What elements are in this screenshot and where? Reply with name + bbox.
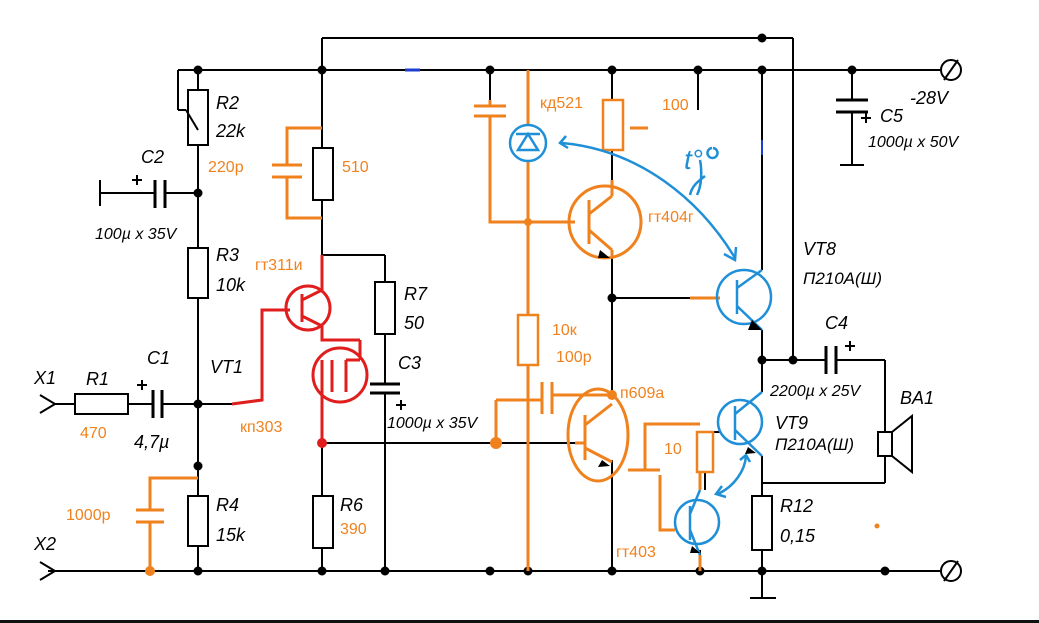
- label-gt403: гт403: [616, 544, 656, 561]
- bottom-border: [0, 620, 1039, 623]
- resistor-r1: [74, 393, 129, 415]
- value-c100p: 100p: [556, 349, 592, 366]
- junction-dots: [193, 33, 890, 576]
- value-c2: 100µ x 35V: [95, 226, 177, 243]
- value-r10: 10: [664, 441, 682, 458]
- value-r4: 15k: [216, 525, 246, 545]
- value-r12: 0,15: [780, 526, 816, 546]
- resistor-r4: [187, 495, 209, 547]
- label-gt404: гт404г: [648, 209, 694, 226]
- arrowheads: [598, 250, 762, 553]
- label-ba1: BA1: [900, 388, 935, 408]
- value-r2: 22k: [216, 121, 246, 141]
- speaker-icon: [877, 413, 913, 475]
- label-vt9: VT9: [775, 413, 809, 433]
- value-r510: 510: [342, 159, 369, 176]
- value-c220p: 220p: [208, 159, 244, 176]
- resistor-r10: [695, 430, 715, 474]
- label-c2: C2: [141, 147, 165, 167]
- value-r1: 470: [80, 425, 107, 442]
- value-c3: 1000µ x 35V: [387, 415, 478, 432]
- label-vt1: VT1: [210, 357, 244, 377]
- value-r100: 100: [662, 97, 689, 114]
- blue-parts: [508, 123, 773, 556]
- terminal-x1-icon: [39, 394, 57, 414]
- label-c4: C4: [825, 313, 849, 333]
- resistor-r7: [374, 281, 396, 335]
- value-r3: 10k: [216, 275, 246, 295]
- type-vt9: П210А(Ш): [775, 435, 854, 454]
- resistors: [74, 89, 773, 551]
- capacitors: [151, 98, 868, 418]
- label-x1: X1: [34, 368, 57, 388]
- label-temp: t°: [684, 144, 703, 175]
- terminal-ground-icon: [940, 560, 962, 582]
- resistor-r3: [187, 247, 209, 299]
- resistor-r10k: [516, 313, 540, 367]
- label-gt311: гт311и: [255, 257, 303, 274]
- terminals: [39, 59, 962, 582]
- label-r6: R6: [340, 495, 364, 515]
- red-wiring: [231, 255, 369, 443]
- orange-wiring: [136, 70, 720, 571]
- label-r12: R12: [780, 496, 814, 516]
- terminal-supply-icon: [940, 59, 962, 81]
- resistor-r2: [187, 89, 209, 146]
- resistor-r100: [601, 98, 625, 152]
- orange-parts: [516, 98, 715, 474]
- label-c5: C5: [880, 106, 904, 126]
- value-c1000p: 1000p: [66, 507, 111, 524]
- label-x2: X2: [34, 534, 57, 554]
- label-supply: -28V: [910, 88, 949, 108]
- value-c1: 4,7µ: [134, 432, 170, 452]
- label-r4: R4: [216, 495, 240, 515]
- type-vt8: П210А(Ш): [803, 269, 882, 288]
- value-r10k: 10к: [552, 322, 577, 339]
- value-c5: 1000µ x 50V: [868, 134, 959, 151]
- label-c3: C3: [398, 353, 422, 373]
- value-c4: 2200µ x 25V: [770, 383, 861, 400]
- label-r1: R1: [86, 369, 110, 389]
- value-r7: 50: [404, 313, 425, 333]
- resistor-r12: [751, 495, 773, 551]
- resistor-r510: [312, 147, 334, 201]
- label-r2: R2: [216, 93, 240, 113]
- red-dot: [317, 438, 327, 448]
- label-vt8: VT8: [803, 239, 837, 259]
- resistor-r6: [312, 495, 334, 549]
- value-r6: 390: [340, 521, 367, 538]
- label-kp303: кп303: [240, 419, 283, 436]
- label-p609: п609а: [620, 385, 665, 402]
- label-r3: R3: [216, 245, 240, 265]
- polarity-marks: [132, 113, 871, 410]
- terminal-x2-icon: [39, 561, 57, 581]
- label-kd521: кд521: [540, 95, 584, 112]
- label-r7: R7: [404, 284, 428, 304]
- orange-dots: [145, 218, 880, 576]
- label-c1: C1: [147, 348, 171, 368]
